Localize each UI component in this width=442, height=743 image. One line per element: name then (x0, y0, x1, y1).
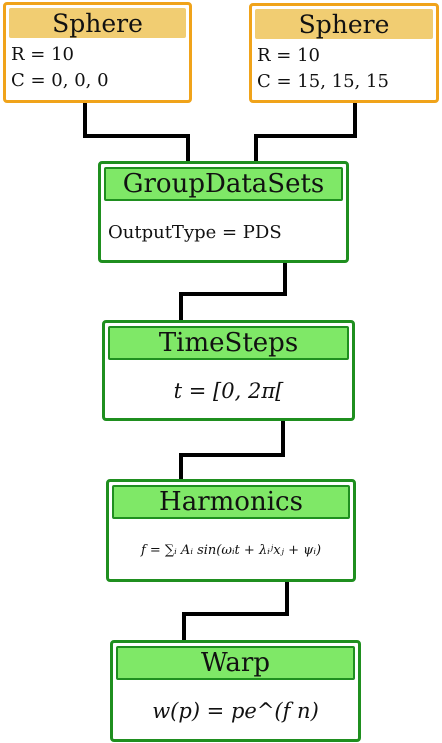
warp-node[interactable]: Warp w(p) = pe^(f n) (110, 640, 361, 742)
center-param: C = 0, 0, 0 (11, 70, 109, 91)
sphere-source-node-2[interactable]: Sphere R = 10 C = 15, 15, 15 (249, 3, 439, 103)
connector-sphere-a-to-group (83, 103, 190, 163)
node-title: Warp (116, 646, 355, 680)
harmonic-formula-param: f = ∑ᵢ Aᵢ sin(ωᵢt + λᵢʲxⱼ + ψᵢ) (140, 543, 322, 558)
node-title: Sphere (255, 9, 433, 39)
node-title: GroupDataSets (104, 167, 343, 201)
node-title: Sphere (9, 8, 186, 38)
harmonics-node[interactable]: Harmonics f = ∑ᵢ Aᵢ sin(ωᵢt + λᵢʲxⱼ + ψᵢ… (106, 479, 356, 582)
connector-timesteps-to-harmonics (179, 420, 285, 481)
timesteps-node[interactable]: TimeSteps t = [0, 2π[ (102, 320, 355, 421)
output-type-param: OutputType = PDS (108, 221, 282, 243)
center-param: C = 15, 15, 15 (257, 71, 389, 92)
radius-param: R = 10 (11, 44, 74, 65)
time-range-param: t = [0, 2π[ (173, 378, 284, 403)
node-title: TimeSteps (108, 326, 349, 360)
group-datasets-node[interactable]: GroupDataSets OutputType = PDS (98, 161, 349, 263)
radius-param: R = 10 (257, 45, 320, 66)
node-title: Harmonics (112, 485, 350, 519)
connector-sphere-b-to-group (254, 103, 357, 163)
warp-formula-param: w(p) = pe^(f n) (152, 699, 319, 723)
sphere-source-node-1[interactable]: Sphere R = 10 C = 0, 0, 0 (3, 2, 192, 103)
connector-group-to-timesteps (179, 262, 287, 322)
connector-harmonics-to-warp (182, 581, 289, 642)
